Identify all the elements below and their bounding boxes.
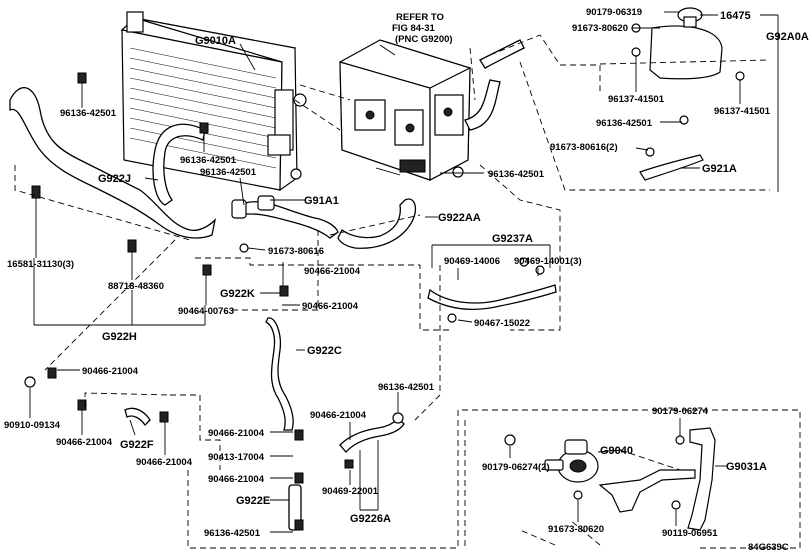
label-91673-80616: 91673-80616 — [268, 246, 324, 257]
refer-note-line: FIG 84-31 — [392, 23, 435, 34]
label-96136-42501: 96136-42501 — [596, 118, 653, 129]
label-g9031a: G9031A — [726, 461, 767, 473]
label-g922aa: G922AA — [438, 212, 481, 224]
label-g921a: G921A — [702, 163, 737, 175]
label-90179-06274: 90179-06274 — [652, 406, 709, 417]
label-90466-21004: 90466-21004 — [208, 474, 265, 485]
label-91673-80620: 91673-80620 — [572, 23, 628, 34]
label-96136-42501: 96136-42501 — [204, 528, 261, 539]
label-90466-21004: 90466-21004 — [82, 366, 139, 377]
label-90466-21004: 90466-21004 — [302, 301, 359, 312]
label-g922k: G922K — [220, 288, 255, 300]
label-g9040: G9040 — [600, 445, 633, 457]
label-90469-14001: 90469-14001(3) — [514, 256, 582, 267]
label-96137-41501: 96137-41501 — [608, 94, 665, 105]
label-g9010a: G9010A — [195, 35, 236, 47]
label-96136-42501: 96136-42501 — [488, 169, 545, 180]
label-g9226a: G9226A — [350, 513, 391, 525]
label-90119-06951: 90119-06951 — [662, 528, 718, 539]
dashed-boundaries — [14, 34, 801, 549]
label-96136-42501: 96136-42501 — [60, 108, 117, 119]
label-90464-00763: 90464-00763 — [178, 306, 234, 317]
clamps — [24, 23, 745, 531]
label-90179-06319: 90179-06319 — [586, 7, 642, 18]
label-96137-41501: 96137-41501 — [714, 106, 771, 117]
label-90467-15022: 90467-15022 — [474, 318, 530, 329]
inverter-drawing — [339, 39, 525, 181]
label-96136-42501: 96136-42501 — [180, 155, 237, 166]
diagram-id: 84G639C — [748, 542, 789, 553]
label-96136-42501: 96136-42501 — [378, 382, 435, 393]
label-90469-14006: 90469-14006 — [444, 256, 500, 267]
refer-note-line: REFER TO — [396, 12, 444, 23]
label-90466-21004: 90466-21004 — [310, 410, 367, 421]
label-88718-48360: 88718-48360 — [108, 281, 164, 292]
label-g92a0a: G92A0A — [766, 31, 809, 43]
label-g9237a: G9237A — [492, 233, 533, 245]
label-90910-09134: 90910-09134 — [4, 420, 61, 431]
label-16581-31130: 16581-31130(3) — [7, 259, 74, 270]
label-g922e: G922E — [236, 495, 270, 507]
refer-note-line: (PNC G9200) — [395, 34, 453, 45]
part-labels: G9010A 96136-42501 96136-42501 G922J 961… — [4, 7, 809, 539]
label-91673-80616-2: 91673-80616(2) — [550, 142, 618, 153]
label-g922f: G922F — [120, 439, 154, 451]
label-g922h: G922H — [102, 331, 137, 343]
label-16475: 16475 — [720, 10, 751, 22]
label-g91a1: G91A1 — [304, 195, 339, 207]
label-91673-80620: 91673-80620 — [548, 524, 604, 535]
label-90413-17004: 90413-17004 — [208, 452, 265, 463]
label-90469-22001: 90469-22001 — [322, 486, 379, 497]
refer-note: REFER TO FIG 84-31 (PNC G9200) — [392, 12, 453, 45]
hoses — [9, 7, 723, 531]
label-96136-42501: 96136-42501 — [200, 167, 257, 178]
label-g922c: G922C — [307, 345, 342, 357]
label-90179-06274-2: 90179-06274(2) — [482, 462, 550, 473]
leader-lines — [29, 11, 779, 533]
label-90466-21004: 90466-21004 — [136, 457, 193, 468]
label-90466-21004: 90466-21004 — [56, 437, 113, 448]
label-g922j: G922J — [98, 173, 131, 185]
label-90466-21004: 90466-21004 — [304, 266, 361, 277]
label-90466-21004: 90466-21004 — [208, 428, 265, 439]
